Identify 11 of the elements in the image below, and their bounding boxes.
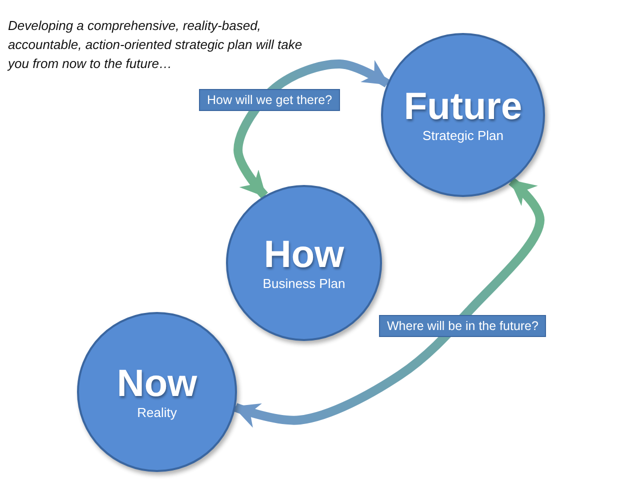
node-subtitle: Strategic Plan xyxy=(422,128,504,144)
curved-arrow xyxy=(233,178,544,428)
node-heading: Now xyxy=(116,363,198,405)
node-subtitle: Business Plan xyxy=(262,276,346,292)
node-heading: How xyxy=(264,234,344,276)
node-subtitle: Reality xyxy=(137,405,177,421)
intro-text: Developing a comprehensive, reality-based, accountable, action-oriented strategic plan will take you from now to the future… xyxy=(8,17,304,73)
edge-label: Where will be in the future? xyxy=(379,315,546,337)
edge-label: How will we get there? xyxy=(199,89,340,111)
curved-arrow xyxy=(234,60,390,199)
node-heading: Future xyxy=(404,86,522,128)
